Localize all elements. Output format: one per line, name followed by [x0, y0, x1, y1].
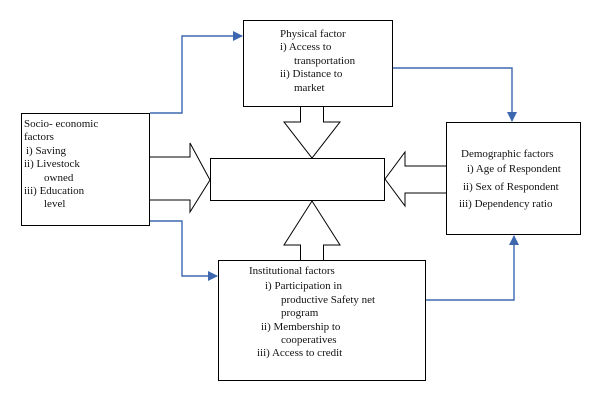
socio-economic-title: Socio- economic	[24, 118, 99, 130]
institutional-factors-box	[218, 260, 426, 381]
institutional-factors-text: Institutional factors i) Participation i…	[221, 265, 421, 361]
institutional-title: Institutional factors	[249, 265, 335, 277]
demographic-factors-text: Demographic factors i) Age of Respondent…	[449, 148, 589, 212]
socio-item: i) Saving	[26, 144, 67, 157]
socio-economic-title: factors	[24, 131, 54, 144]
physical-to-center-arrow	[282, 107, 342, 159]
demographic-item: iii) Dependency ratio	[459, 198, 553, 211]
institutional-item: ii) Membership to	[261, 320, 341, 333]
socio-to-center-arrow	[150, 142, 211, 214]
demographic-item: ii) Sex of Respondent	[463, 180, 559, 193]
central-outcome-box	[210, 158, 385, 201]
institutional-to-demographic-connector	[426, 235, 519, 301]
demographic-item: i) Age of Respondent	[467, 163, 561, 176]
institutional-to-center-arrow	[283, 200, 341, 260]
socio-item: ii) Livestock	[24, 158, 80, 171]
physical-factor-box	[243, 20, 393, 107]
demographic-title: Demographic factors	[461, 148, 554, 160]
institutional-item: cooperatives	[281, 334, 337, 347]
institutional-item: program	[281, 307, 319, 320]
socio-item: owned	[44, 171, 74, 184]
institutional-item: iii) Access to credit	[257, 347, 343, 360]
institutional-item: i) Participation in	[265, 280, 342, 293]
socio-economic-factors-text: Socio- economic factors i) Saving ii) Li…	[24, 118, 152, 212]
socio-to-institutional-connector	[150, 220, 218, 281]
physical-item: transportation	[294, 54, 356, 67]
socio-economic-factors-box	[21, 113, 150, 226]
physical-item: market	[294, 81, 325, 94]
demographic-to-center-arrow	[384, 150, 446, 208]
demographic-factors-box	[446, 122, 581, 235]
physical-item: i) Access to	[280, 41, 332, 54]
socio-to-physical-connector	[150, 31, 243, 114]
socio-item: level	[44, 198, 66, 211]
physical-item: ii) Distance to	[280, 68, 343, 81]
physical-factor-text: Physical factor i) Access to transportat…	[244, 28, 389, 95]
institutional-item: productive Safety net	[281, 293, 376, 306]
physical-factor-title: Physical factor	[280, 28, 346, 40]
physical-to-demographic-connector	[393, 67, 517, 122]
socio-item: iii) Education	[24, 185, 85, 198]
